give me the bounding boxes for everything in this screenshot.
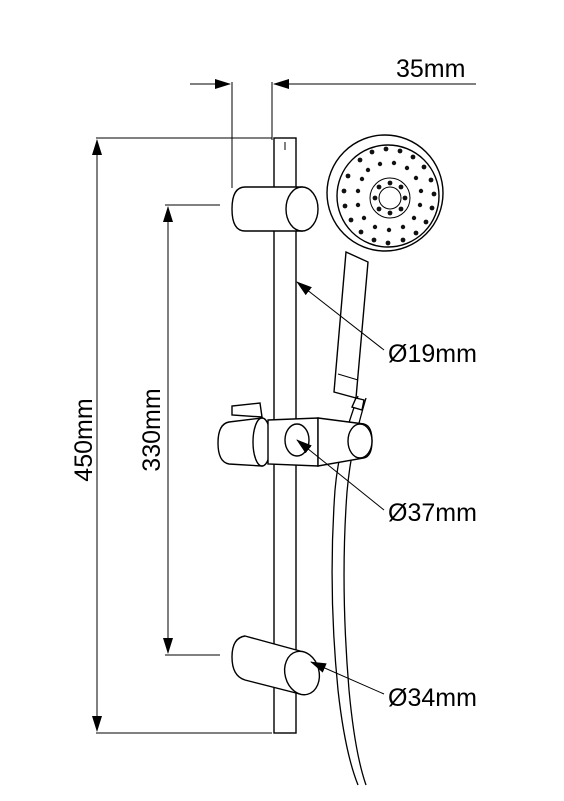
overall-height-dimension: 450mm bbox=[70, 137, 272, 734]
clearance-dimension: 35mm bbox=[190, 55, 476, 188]
slider-diameter-label: Ø37mm bbox=[388, 499, 477, 527]
top-wall-bracket bbox=[231, 186, 319, 232]
shower-nozzles bbox=[341, 146, 437, 246]
hand-shower bbox=[326, 134, 444, 411]
sliding-holder bbox=[217, 402, 373, 467]
bracket-diameter-label: Ø34mm bbox=[388, 684, 477, 712]
rail-diameter-label: Ø19mm bbox=[388, 340, 477, 368]
bracket-spacing-label: 330mm bbox=[138, 388, 166, 471]
leader-lines bbox=[296, 281, 385, 695]
bracket-spacing-dimension: 330mm bbox=[138, 204, 220, 656]
overall-height-label: 450mm bbox=[70, 398, 98, 481]
clearance-label: 35mm bbox=[396, 55, 465, 83]
